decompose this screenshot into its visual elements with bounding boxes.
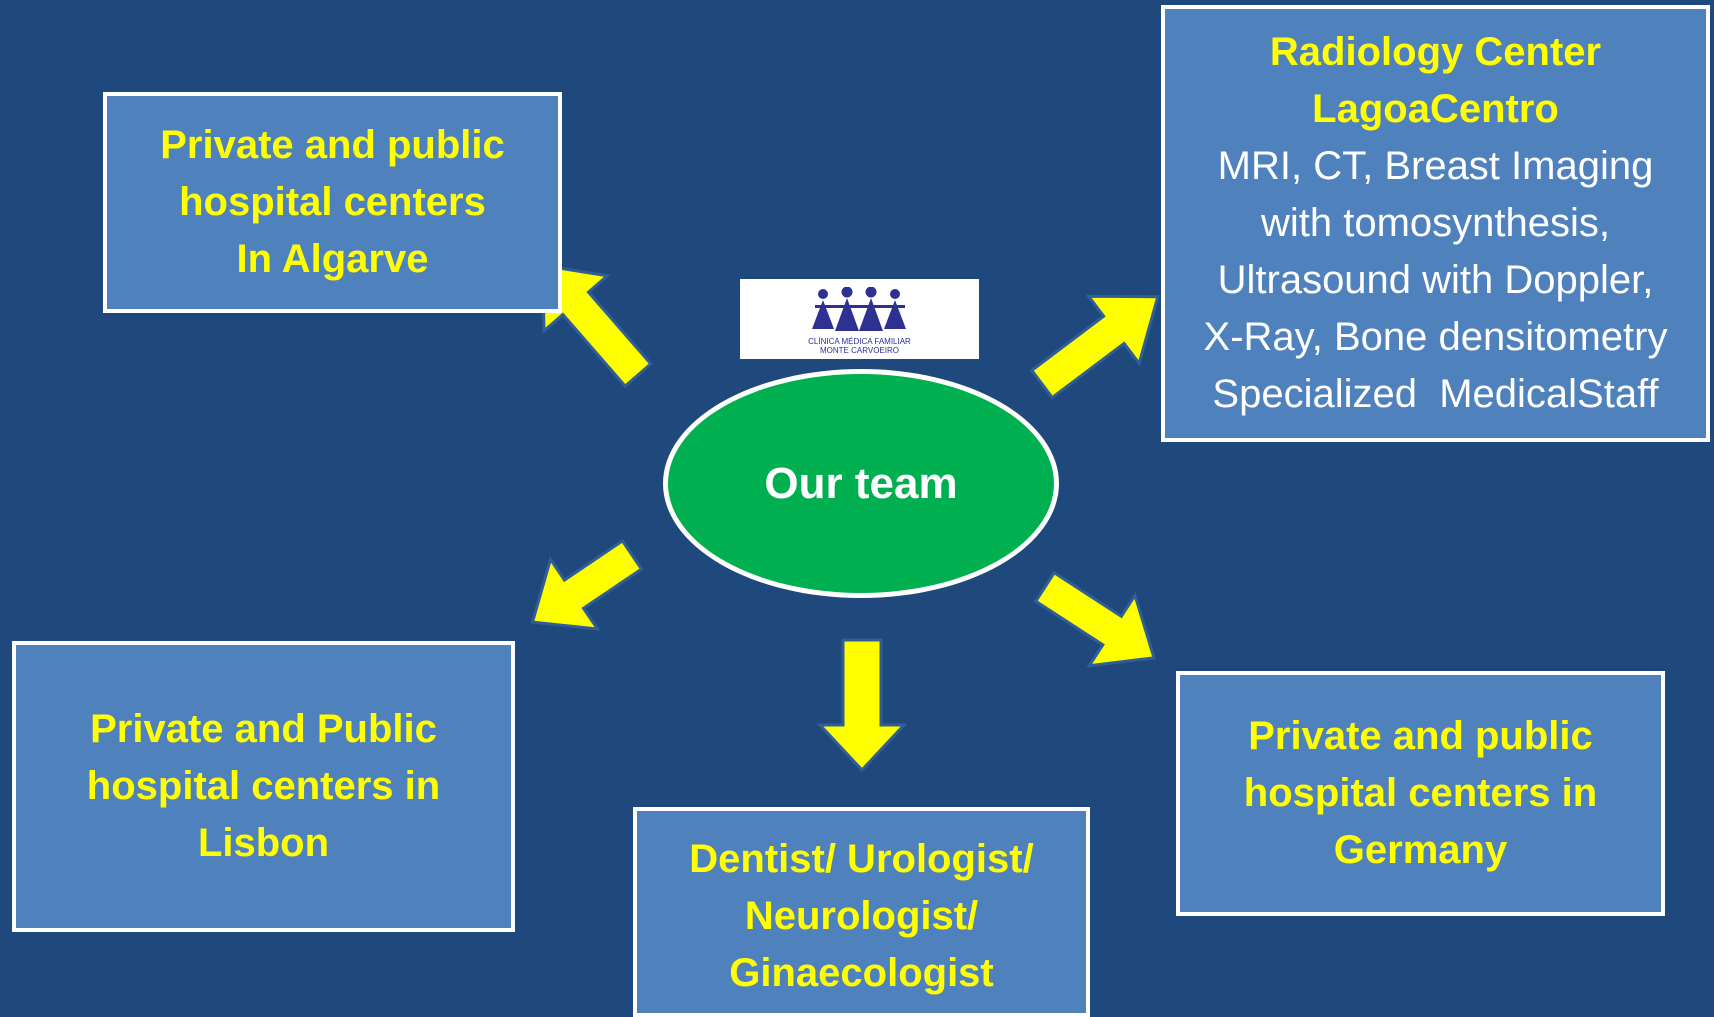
node-title-line: Radiology Center (1269, 30, 1602, 74)
node-line: Private and Public (90, 707, 437, 751)
arrow-to-radiology (1029, 294, 1160, 400)
node-lisbon-hospitals: Private and Public hospital centers in L… (12, 641, 515, 932)
node-detail-line: Specialized MedicalStaff (1212, 372, 1659, 416)
arrow-to-specialists (816, 638, 908, 773)
node-detail-line: X-Ray, Bone densitometry (1203, 315, 1668, 359)
node-algarve-hospitals: Private and public hospital centers In A… (103, 92, 562, 313)
node-line: Lisbon (197, 821, 330, 865)
logo-text-line1: CLÍNICA MÉDICA FAMILIAR (808, 337, 911, 346)
node-line: Neurologist/ (744, 894, 979, 938)
node-germany-hospitals: Private and public hospital centers in G… (1176, 671, 1665, 916)
node-detail-line: with tomosynthesis, (1260, 201, 1611, 245)
node-line: Private and public (160, 123, 505, 167)
arrow-to-algarve (541, 263, 653, 389)
node-line: Dentist/ Urologist/ (689, 837, 1034, 881)
center-label: Our team (764, 458, 958, 508)
node-line: Ginaecologist (729, 951, 994, 995)
node-line: hospital centers in (1243, 771, 1598, 815)
node-detail-line: Ultrasound with Doppler, (1217, 258, 1654, 302)
node-detail-line: MRI, CT, Breast Imaging (1217, 144, 1654, 188)
node-line: Germany (1333, 828, 1508, 872)
node-radiology-center: Radiology Center LagoaCentro MRI, CT, Br… (1161, 5, 1710, 442)
node-line: In Algarve (236, 237, 429, 281)
node-line: Private and public (1248, 714, 1593, 758)
arrow-to-germany (1033, 570, 1156, 668)
logo-text-line2: MONTE CARVOEIRO (820, 346, 899, 355)
node-line: hospital centers (179, 180, 486, 224)
node-specialists: Dentist/ Urologist/ Neurologist/ Ginaeco… (633, 807, 1090, 1017)
family-figures-icon (811, 287, 906, 331)
node-title-line: LagoaCentro (1312, 87, 1559, 131)
center-node-our-team: Our team (663, 369, 1059, 598)
arrow-to-lisbon (530, 538, 644, 631)
node-line: hospital centers in (86, 764, 441, 808)
clinic-logo: CLÍNICA MÉDICA FAMILIAR MONTE CARVOEIRO (740, 279, 979, 359)
